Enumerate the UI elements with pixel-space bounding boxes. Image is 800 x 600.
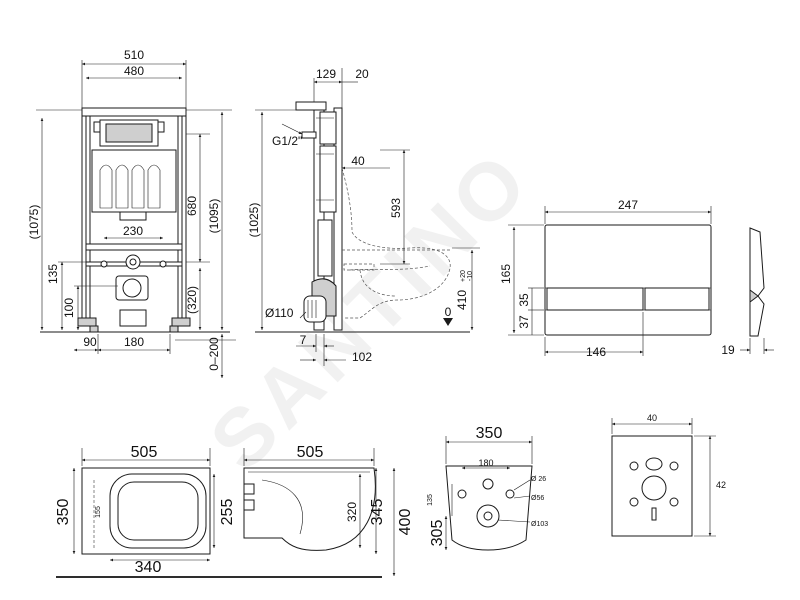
dim-180-bottom: 180 [124, 335, 144, 349]
mounting-pad: 40 42 [611, 413, 726, 537]
dim-135: 135 [46, 264, 60, 284]
dim-255: 255 [219, 499, 236, 526]
dim-180-back: 180 [478, 458, 493, 468]
dim-345: 345 [369, 499, 386, 526]
dim-1075: (1075) [27, 205, 41, 240]
dim-480: 480 [124, 64, 144, 78]
floor-zero: 0 [445, 305, 452, 319]
dim-110: Ø110 [265, 306, 294, 320]
dim-410: 410 [455, 290, 469, 310]
dim-155: 155 [95, 506, 102, 518]
flush-plate-dimensions: 247 165 35 37 146 19 [499, 198, 774, 359]
dim-37: 37 [517, 315, 531, 329]
frame-front-view [40, 107, 230, 333]
dim-40: 40 [351, 154, 365, 168]
side-view [255, 101, 470, 333]
dim-0-200: 0–200 [207, 337, 221, 371]
dim-1025: (1025) [247, 203, 261, 238]
dim-320-side: 320 [345, 502, 359, 522]
dim-146: 146 [586, 345, 606, 359]
dim-505-side: 505 [297, 444, 324, 461]
dim-350-back: 350 [476, 425, 503, 442]
dim-pad-42: 42 [716, 480, 726, 490]
dim-505-top: 505 [131, 444, 158, 461]
flush-plate [544, 224, 765, 337]
dim-410-tol-minus: -10 [467, 271, 474, 281]
dim-320: (320) [185, 286, 199, 314]
dim-350-top: 350 [55, 499, 72, 526]
dim-pad-40: 40 [647, 413, 657, 423]
dim-1095: (1095) [207, 199, 221, 234]
dim-510: 510 [124, 48, 144, 62]
dim-19: 19 [721, 343, 735, 357]
dim-305: 305 [429, 520, 446, 547]
dim-129: 129 [316, 67, 336, 81]
dim-410-tol-plus: +20 [460, 270, 467, 282]
dim-100: 100 [62, 298, 76, 318]
bowl-top-view: 505 350 255 340 155 [55, 444, 382, 578]
dim-7: 7 [300, 333, 307, 347]
dim-20: 20 [355, 67, 369, 81]
dim-d103: Ø103 [531, 521, 548, 528]
bowl-back-view: 350 180 Ø 26 Ø56 Ø103 135 305 [427, 425, 548, 551]
bowl-side-view: 505 320 345 400 [243, 444, 414, 576]
dim-d56: Ø56 [531, 495, 544, 502]
dim-165: 165 [499, 264, 513, 284]
dim-400: 400 [397, 509, 414, 536]
dim-102: 102 [352, 350, 372, 364]
side-dimensions: 129 20 G1/2" 40 593 (1025) 410 +20 -10 0… [247, 67, 480, 366]
dim-d26: Ø 26 [531, 476, 546, 483]
dim-593: 593 [389, 198, 403, 218]
dim-247: 247 [618, 198, 638, 212]
dim-340: 340 [135, 559, 162, 576]
frame-dimensions: 510 480 (1075) 135 100 230 680 (1095) (3… [27, 48, 236, 378]
dim-90: 90 [83, 335, 97, 349]
label-inlet: G1/2" [272, 134, 302, 148]
dim-35: 35 [517, 293, 531, 307]
dim-230: 230 [123, 224, 143, 238]
dim-135-back: 135 [427, 494, 434, 506]
dim-680: 680 [185, 196, 199, 216]
